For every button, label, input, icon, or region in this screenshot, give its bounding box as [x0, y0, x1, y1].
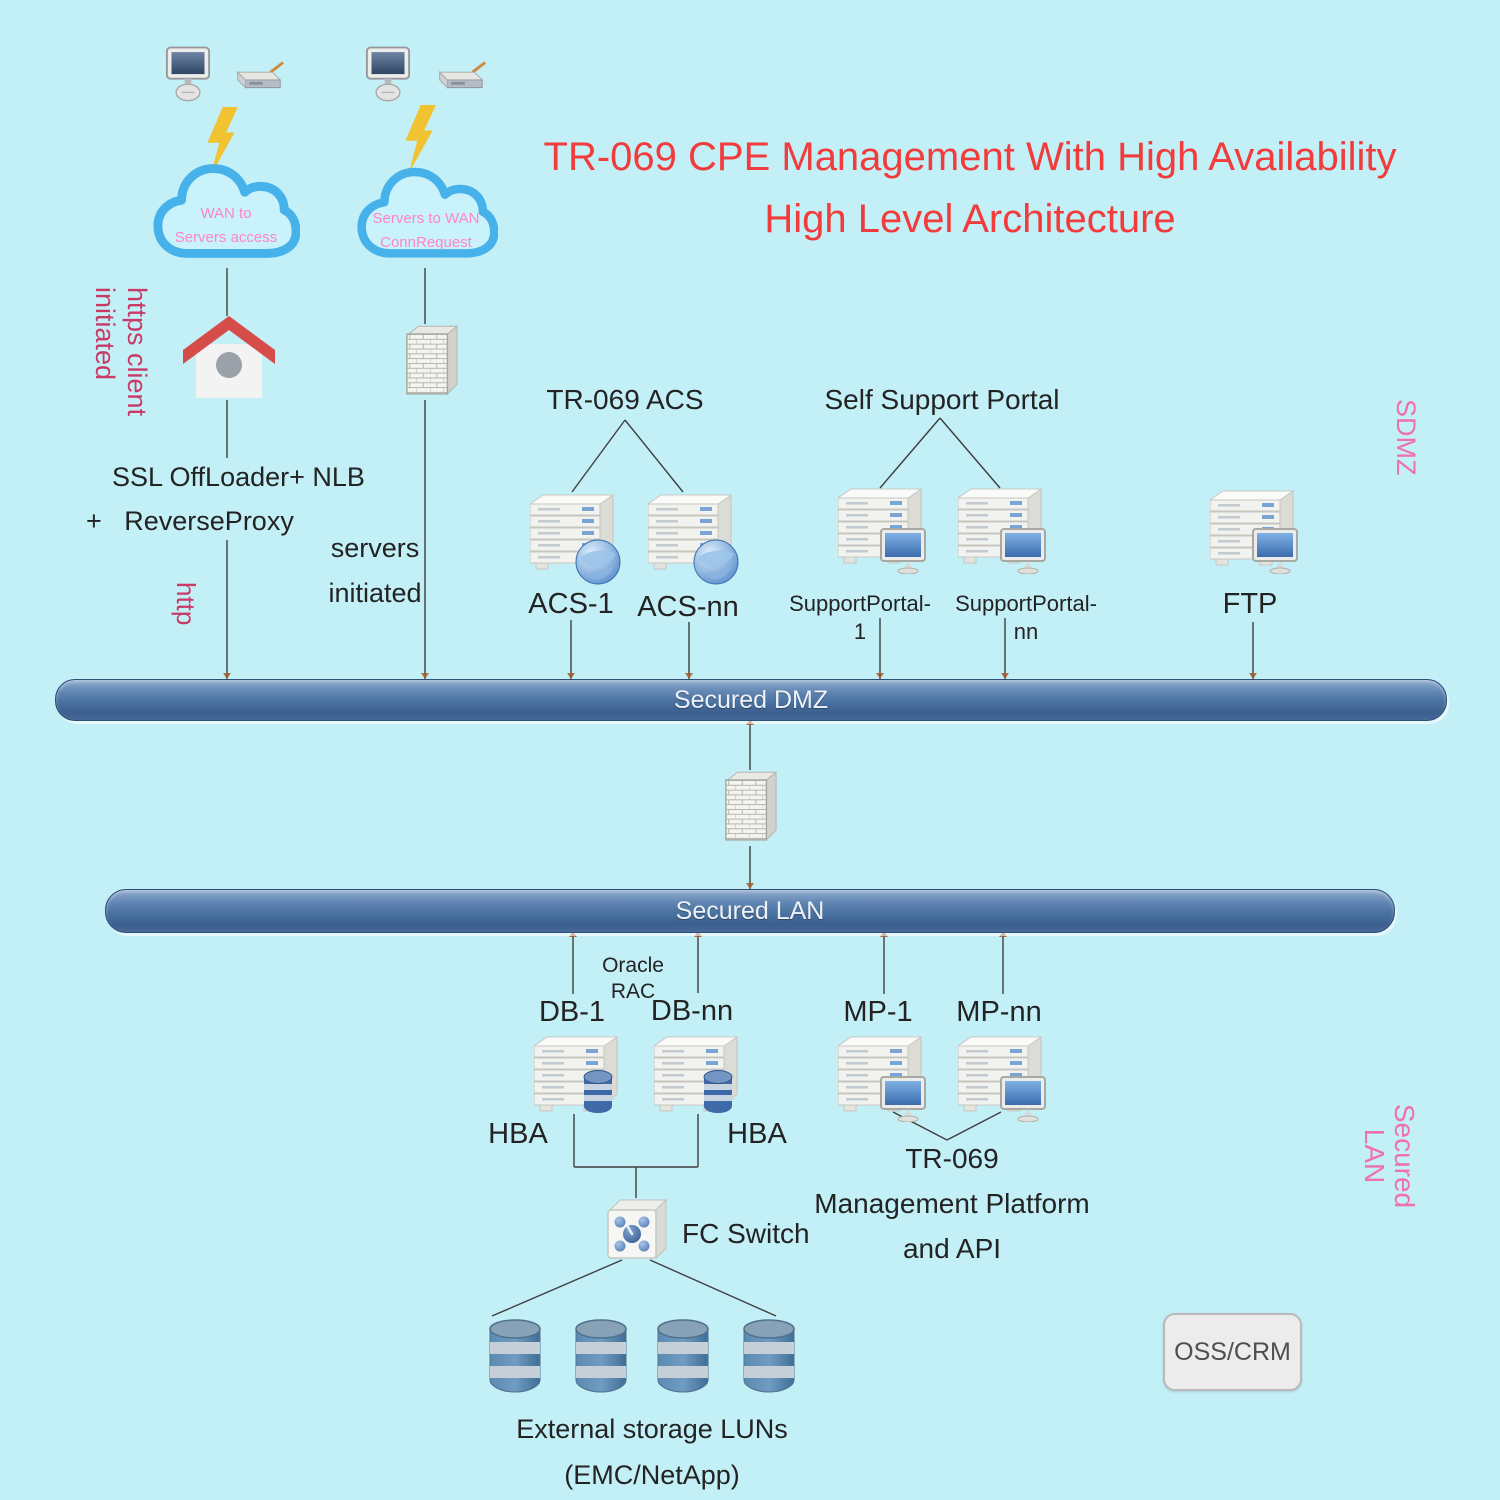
database-icon — [703, 1070, 733, 1114]
wan-access-cloud-text: WAN to Servers access — [162, 202, 290, 250]
http-label: http — [171, 582, 201, 638]
hba-left-label: HBA — [488, 1118, 548, 1150]
fc-switch-label: FC Switch — [682, 1218, 810, 1249]
oss-crm-label: OSS/CRM — [1174, 1337, 1291, 1366]
client-computer-icon — [166, 46, 210, 102]
reverse-proxy-label: + ReverseProxy — [86, 506, 294, 536]
database-icon — [583, 1070, 613, 1114]
fc-switch-icon — [606, 1198, 668, 1260]
monitor-icon — [1000, 1076, 1046, 1122]
oracle-rac-label: Oracle RAC — [602, 954, 664, 1004]
title-line-2: High Level Architecture — [764, 197, 1176, 241]
mp-caption: TR-069 Management Platform and API — [797, 1136, 1107, 1271]
db-nn-label: DB-nn — [650, 995, 734, 1027]
monitor-icon — [1000, 528, 1046, 574]
cloud-text-line: Servers access — [174, 229, 278, 246]
hba-right-label: HBA — [727, 1118, 787, 1150]
monitor-icon — [880, 528, 926, 574]
title-line-1: TR-069 CPE Management With High Availabi… — [543, 135, 1397, 179]
globe-icon — [575, 539, 621, 585]
servers-initiated-label: servers initiated — [315, 526, 435, 616]
secured-dmz-bar: Secured DMZ — [55, 679, 1447, 721]
vertical-label-line: SDMZ — [1391, 399, 1421, 476]
firewall-icon — [406, 325, 458, 395]
ssl-offloader-label: SSL OffLoader+ NLB — [112, 462, 365, 492]
client-computer-icon — [366, 46, 410, 102]
ssl-offloader-icon — [183, 316, 275, 398]
vertical-label-line: Secured LAN — [1359, 1103, 1420, 1209]
storage-lun-icon — [743, 1319, 795, 1393]
storage-caption: External storage LUNs (EMC/NetApp) — [492, 1406, 812, 1498]
vertical-label-line: http — [171, 582, 201, 626]
label-line: initiated — [328, 578, 422, 608]
conn-request-cloud-text: Servers to WAN ConnRequest — [362, 207, 490, 255]
cloud-text-line: ConnRequest — [380, 234, 472, 251]
db-1-label: DB-1 — [538, 996, 606, 1028]
vertical-label-line: initiated — [90, 287, 120, 381]
acs-nn-label: ACS-nn — [637, 591, 739, 623]
label-line: (EMC/NetApp) — [564, 1460, 740, 1490]
label-line: servers — [330, 533, 420, 563]
label-line: External storage LUNs — [516, 1414, 788, 1444]
junction-ticks — [223, 673, 1257, 937]
globe-icon — [693, 539, 739, 585]
label-line: TR-069 — [905, 1143, 999, 1174]
secured-lan-label: Secured LAN — [675, 896, 825, 925]
monitor-icon — [1252, 528, 1298, 574]
sdmz-side-label: SDMZ — [1391, 399, 1421, 495]
connector-lines — [226, 268, 1254, 1317]
label-line: and API — [902, 1233, 1002, 1264]
portal-group-label: Self Support Portal — [824, 384, 1060, 415]
https-client-initiated-label: https client initiated — [89, 287, 153, 437]
cloud-text-line: Servers to WAN — [372, 210, 480, 227]
cpe-router-icon — [438, 61, 487, 90]
secured-dmz-label: Secured DMZ — [673, 685, 829, 714]
firewall-icon — [725, 771, 777, 841]
acs-1-label: ACS-1 — [528, 588, 614, 620]
cloud-text-line: WAN to — [200, 205, 252, 222]
secured-lan-bar: Secured LAN — [105, 889, 1395, 933]
cpe-router-icon — [236, 61, 285, 90]
ftp-label: FTP — [1222, 588, 1278, 620]
label-line: Management Platform — [814, 1188, 1090, 1219]
support-portal-1-label: SupportPortal-1 — [789, 591, 931, 644]
storage-lun-icon — [575, 1319, 627, 1393]
monitor-icon — [880, 1076, 926, 1122]
vertical-label-line: https client — [122, 287, 152, 417]
support-portal-nn-label: SupportPortal-nn — [955, 591, 1097, 644]
storage-lun-icon — [657, 1319, 709, 1393]
storage-lun-icon — [489, 1319, 541, 1393]
mp-nn-label: MP-nn — [956, 996, 1042, 1028]
acs-group-label: TR-069 ACS — [546, 384, 704, 415]
secured-lan-side-label: Secured LAN — [1359, 1076, 1420, 1236]
mp-1-label: MP-1 — [843, 996, 913, 1028]
diagram-title: TR-069 CPE Management With High Availabi… — [500, 126, 1440, 250]
oss-crm-box: OSS/CRM — [1163, 1313, 1302, 1391]
lightning-icon — [405, 105, 436, 173]
